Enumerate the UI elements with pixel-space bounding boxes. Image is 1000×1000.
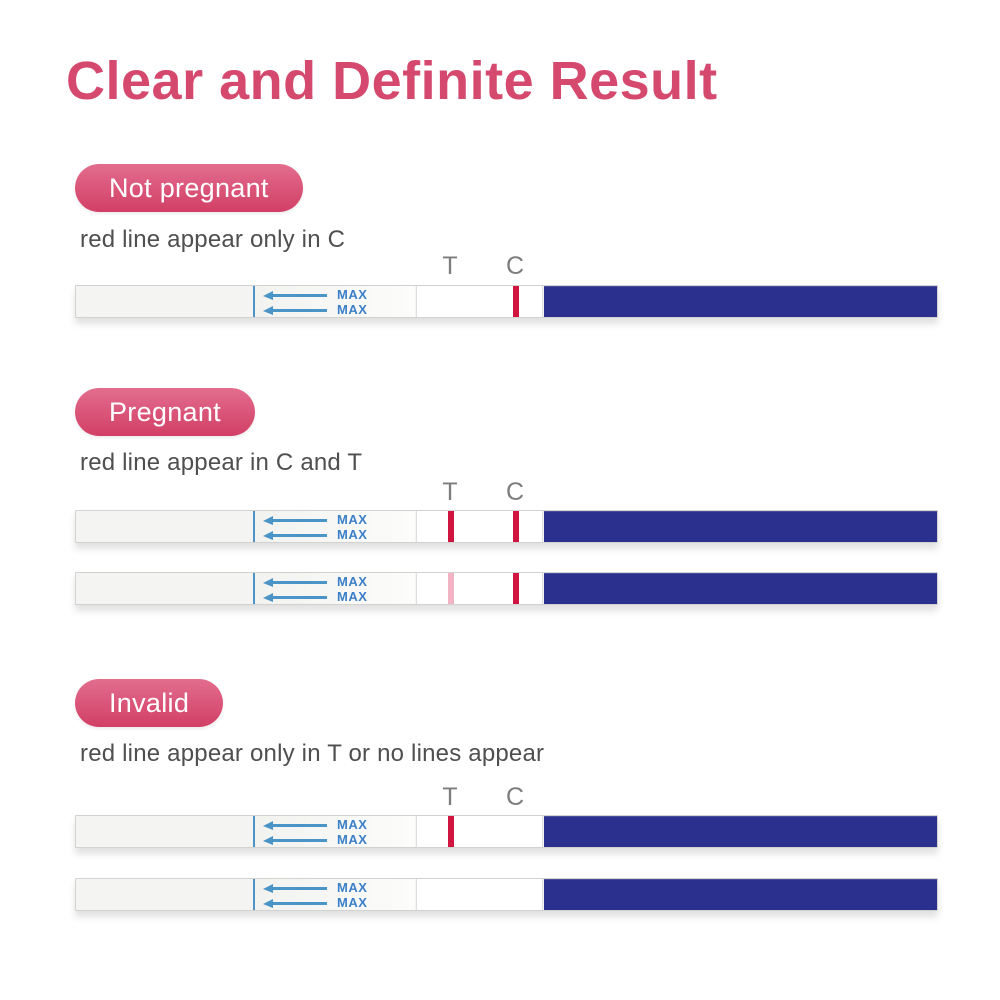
tc-label-row: T C	[0, 783, 1000, 811]
description-invalid: red line appear only in T or no lines ap…	[80, 740, 545, 767]
result-window	[416, 286, 543, 317]
c-label: C	[505, 478, 525, 506]
strip-absorbent-cap	[544, 511, 937, 542]
test-strip-slot: MAX MAX MAX	[75, 510, 938, 543]
badge-invalid: Invalid	[75, 679, 224, 727]
max-arrow-row: MAX	[263, 590, 367, 604]
strip-max-arrow-zone: MAX MAX MAX	[255, 511, 415, 542]
left-arrow-icon	[263, 305, 327, 315]
left-arrow-icon	[263, 883, 327, 893]
result-window	[416, 511, 543, 542]
max-label: MAX	[337, 589, 368, 604]
left-arrow-icon	[263, 290, 327, 300]
max-label: MAX	[337, 512, 368, 527]
max-arrow-row: MAX	[263, 513, 367, 527]
max-label: MAX	[337, 880, 368, 895]
strip-max-arrow-zone: MAX MAX MAX	[255, 816, 415, 847]
max-label: MAX	[337, 817, 368, 832]
max-arrow-row: MAX	[263, 881, 367, 895]
c-label: C	[505, 783, 525, 811]
strip-divider-line	[253, 879, 255, 910]
test-strip: MAX MAX MAX	[75, 510, 938, 543]
test-strip-slot: MAX MAX MAX	[75, 285, 938, 318]
max-label: MAX	[337, 287, 368, 302]
max-label: MAX	[337, 302, 368, 317]
test-strip-slot: MAX MAX MAX	[75, 815, 938, 848]
result-window	[416, 879, 543, 910]
strip-divider-line	[253, 511, 255, 542]
test-strip: MAX MAX MAX	[75, 878, 938, 911]
t-label: T	[442, 252, 458, 280]
description-not-pregnant: red line appear only in C	[80, 226, 346, 253]
strip-max-arrow-zone: MAX MAX MAX	[255, 573, 415, 604]
max-arrow-row: MAX	[263, 575, 367, 589]
test-strip-slot: MAX MAX MAX	[75, 878, 938, 911]
max-arrow-row: MAX	[263, 818, 367, 832]
max-arrow-row: MAX	[263, 303, 367, 317]
left-arrow-icon	[263, 592, 327, 602]
description-pregnant: red line appear in C and T	[80, 449, 363, 476]
test-line	[448, 511, 454, 542]
test-line	[448, 816, 454, 847]
left-arrow-icon	[263, 820, 327, 830]
result-window	[416, 816, 543, 847]
result-window	[416, 573, 543, 604]
badge-not-pregnant: Not pregnant	[75, 164, 303, 212]
test-strip-slot: MAX MAX MAX	[75, 572, 938, 605]
control-line	[513, 286, 519, 317]
left-arrow-icon	[263, 577, 327, 587]
left-arrow-icon	[263, 898, 327, 908]
max-label: MAX	[337, 574, 368, 589]
badge-pregnant: Pregnant	[75, 388, 255, 436]
max-arrow-row: MAX	[263, 833, 367, 847]
max-arrow-row: MAX	[263, 288, 367, 302]
test-strip: MAX MAX MAX	[75, 572, 938, 605]
max-arrow-row: MAX	[263, 528, 367, 542]
max-arrow-row: MAX	[263, 896, 367, 910]
strip-absorbent-cap	[544, 879, 937, 910]
strip-divider-line	[253, 573, 255, 604]
max-label: MAX	[337, 832, 368, 847]
tc-label-row: T C	[0, 252, 1000, 280]
t-label: T	[442, 478, 458, 506]
strip-absorbent-cap	[544, 816, 937, 847]
strip-divider-line	[253, 816, 255, 847]
c-label: C	[505, 252, 525, 280]
test-strip: MAX MAX MAX	[75, 815, 938, 848]
strip-absorbent-cap	[544, 573, 937, 604]
tc-label-row: T C	[0, 478, 1000, 506]
t-label: T	[442, 783, 458, 811]
strip-max-arrow-zone: MAX MAX MAX	[255, 286, 415, 317]
page-title: Clear and Definite Result	[66, 51, 718, 111]
left-arrow-icon	[263, 835, 327, 845]
left-arrow-icon	[263, 530, 327, 540]
strip-divider-line	[253, 286, 255, 317]
max-label: MAX	[337, 527, 368, 542]
test-line	[448, 573, 454, 604]
control-line	[513, 511, 519, 542]
strip-absorbent-cap	[544, 286, 937, 317]
control-line	[513, 573, 519, 604]
test-strip: MAX MAX MAX	[75, 285, 938, 318]
strip-max-arrow-zone: MAX MAX MAX	[255, 879, 415, 910]
left-arrow-icon	[263, 515, 327, 525]
max-label: MAX	[337, 895, 368, 910]
